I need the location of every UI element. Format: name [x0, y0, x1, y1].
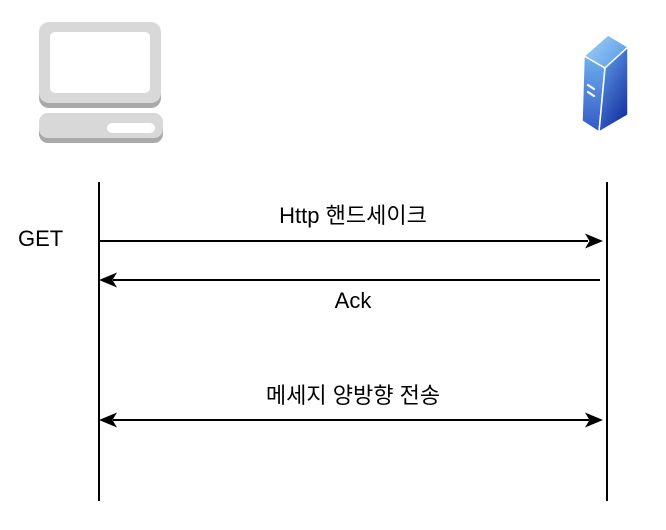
arrow-handshake [99, 233, 603, 249]
arrowhead-left-icon [99, 412, 117, 428]
server-icon [581, 34, 629, 133]
message-label-bidirectional: 메세지 양방향 전송 [265, 383, 441, 408]
get-label: GET [18, 226, 64, 251]
computer-icon [39, 22, 163, 143]
arrow-bidirectional [99, 412, 603, 428]
computer-keyboard [39, 113, 163, 143]
arrowhead-right-icon [585, 412, 603, 428]
message-label-handshake: Http 핸드세이크 [279, 203, 427, 228]
server-vent-lines [586, 83, 596, 98]
arrowhead-right-icon [585, 233, 603, 249]
arrowhead-left-icon [99, 272, 117, 288]
server-right-face [598, 46, 629, 133]
message-label-ack: Ack [334, 288, 372, 313]
computer-monitor [39, 22, 161, 108]
arrow-ack [99, 272, 600, 288]
